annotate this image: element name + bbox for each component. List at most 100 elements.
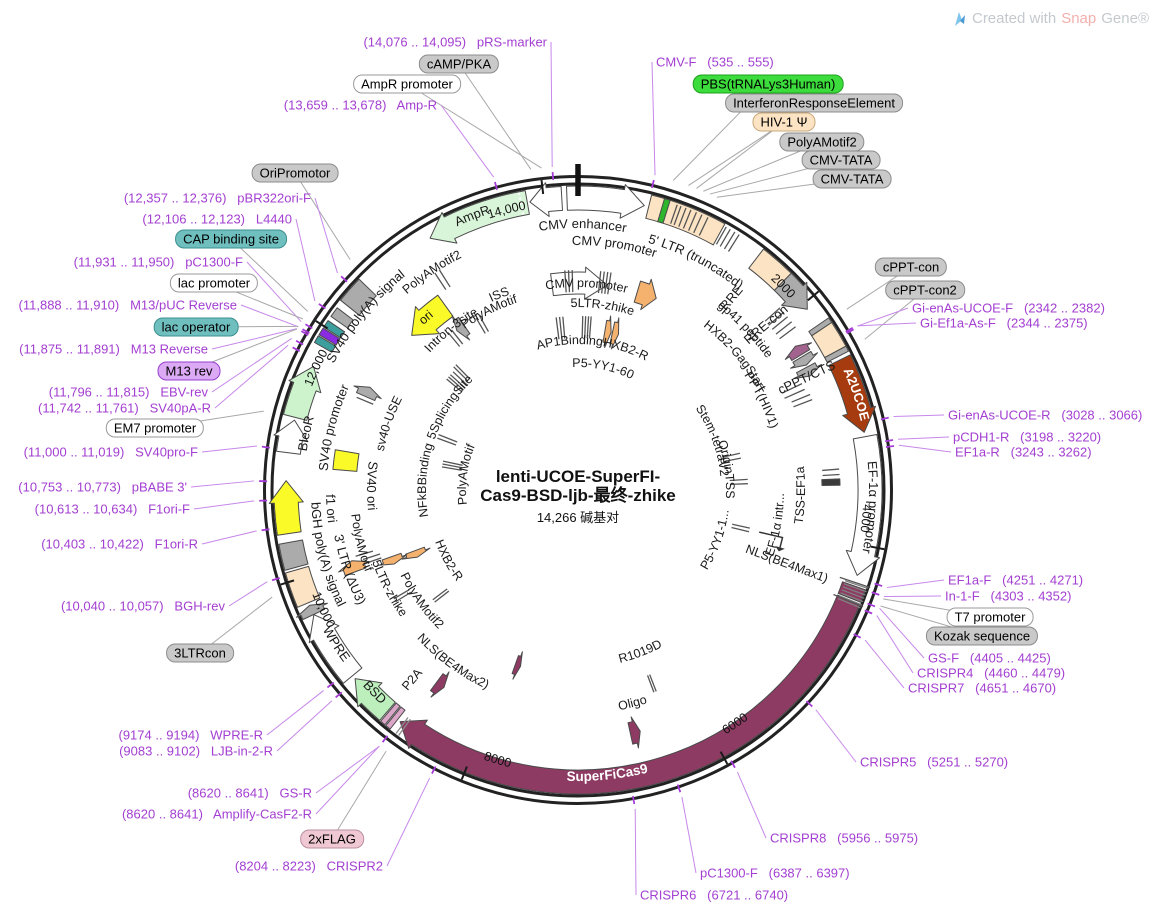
map-label-t7-promoter[interactable]: T7 promoter — [946, 607, 1034, 627]
map-label-m13-rev[interactable]: M13 rev — [157, 361, 221, 381]
map-label-gi-enas-ucoe-r-3028-3066[interactable]: Gi-enAs-UCOE-R (3028 .. 3066) — [948, 407, 1143, 423]
feature-hxb2-r-arrow-top-1[interactable] — [602, 315, 612, 348]
map-label-12-357-12-376-pbr322ori-f[interactable]: (12,357 .. 12,376) pBR322ori-F — [123, 190, 311, 206]
feature-site-box-teal-1[interactable] — [314, 335, 336, 353]
feature-wpre[interactable] — [308, 614, 363, 684]
feature-ef1a-promoter[interactable] — [845, 434, 883, 576]
map-label-11-000-11-019-sv40pro-f[interactable]: (11,000 .. 11,019) SV40pro-F — [23, 444, 198, 460]
map-label-11-796-11-815-ebv-rev[interactable]: (11,796 .. 11,815) EBV-rev — [48, 384, 208, 400]
feature-tss-ef1a-bar[interactable] — [821, 478, 841, 486]
map-label-9083-9102-ljb-in-2-r[interactable]: (9083 .. 9102) LJB-in-2-R — [119, 743, 273, 759]
map-label-pbs-trnalys3human[interactable]: PBS(tRNALys3Human) — [692, 74, 844, 94]
map-label-gi-ef1a-as-f-2344-2375[interactable]: Gi-Ef1a-As-F (2344 .. 2375) — [920, 315, 1088, 331]
map-label-lac-operator[interactable]: lac operator — [153, 317, 239, 337]
feature-ampr-promoter[interactable] — [529, 182, 563, 217]
map-label-gi-enas-ucoe-f-2342-2382[interactable]: Gi-enAs-UCOE-F (2342 .. 2382) — [912, 300, 1105, 316]
feature-label-f1-ori-30[interactable]: f1 ori — [323, 494, 340, 524]
map-label-9174-9194-wpre-r[interactable]: (9174 .. 9194) WPRE-R — [118, 727, 264, 743]
feature-site-box-gray[interactable] — [330, 307, 354, 329]
feature-label-nls-be4max2-21[interactable]: NLS(BE4Max2) — [415, 631, 492, 692]
feature-label-cmv-enhancer-0[interactable]: CMV enhancer — [538, 216, 629, 235]
feature-label-ap1binding-5[interactable]: AP1Binding — [535, 333, 604, 353]
feature-sv40-use-glyph[interactable] — [353, 385, 382, 402]
map-label-8620-8641-gs-r[interactable]: (8620 .. 8641) GS-R — [187, 785, 312, 801]
map-label-10-403-10-422-f1ori-r[interactable]: (10,403 .. 10,422) F1ori-R — [41, 536, 198, 552]
map-label-13-659-13-678-amp-r[interactable]: (13,659 .. 13,678) Amp-R — [283, 97, 437, 113]
feature-sv40-polya-signal[interactable] — [340, 278, 377, 316]
feature-bgh-polya-signal[interactable] — [278, 539, 309, 571]
feature-wpre-cap[interactable] — [296, 602, 328, 620]
map-label-10-613-10-634-f1ori-f[interactable]: (10,613 .. 10,634) F1ori-F — [34, 501, 190, 517]
map-label-2xflag[interactable]: 2xFLAG — [300, 829, 364, 849]
feature-ori[interactable] — [411, 294, 454, 336]
feature-label-sv40-use-37[interactable]: sv40-USE — [373, 394, 405, 452]
feature-label-hxb2-r-25[interactable]: HXB2-R — [432, 538, 466, 584]
map-label-8204-8223-crispr2[interactable]: (8204 .. 8223) CRISPR2 — [234, 858, 383, 874]
map-label-ef1a-f-4251-4271[interactable]: EF1a-F (4251 .. 4271) — [948, 572, 1084, 588]
feature-rre-con[interactable] — [773, 272, 808, 310]
feature-p2a-box-1[interactable] — [385, 706, 406, 730]
map-label-11-931-11-950-pc1300-f[interactable]: (11,931 .. 11,950) pC1300-F — [73, 254, 243, 270]
feature-label-5-ltr-truncated-2[interactable]: 5' LTR (truncated) — [647, 231, 747, 292]
feature-sv40-promoter-arrow[interactable] — [273, 419, 308, 455]
map-label-12-106-12-123-l4440[interactable]: (12,106 .. 12,123) L4440 — [142, 211, 292, 227]
feature-label-p5-yy1-60-7[interactable]: P5-YY1-60 — [572, 356, 636, 382]
map-label-crispr5-5251-5270[interactable]: CRISPR5 (5251 .. 5270) — [860, 754, 1009, 770]
map-label-oripromotor[interactable]: OriPromotor — [251, 163, 339, 183]
feature-5ltr-zhike-bottom-arrow[interactable] — [338, 560, 370, 576]
map-label-cmv-tata[interactable]: CMV-TATA — [801, 150, 881, 170]
feature-hxb2-r-bottom-2[interactable] — [378, 552, 408, 566]
feature-label-bleor-36[interactable]: BleoR — [295, 414, 317, 452]
map-label-crispr8-5956-5975[interactable]: CRISPR8 (5956 .. 5975) — [770, 830, 919, 846]
feature-sv40-ori-box[interactable] — [332, 449, 360, 472]
map-label-in-1-f-4303-4352[interactable]: In-1-F (4303 .. 4352) — [945, 588, 1072, 604]
map-label-camp-pka[interactable]: cAMP/PKA — [418, 54, 500, 74]
feature-site-box-teal-2[interactable] — [323, 320, 346, 339]
map-label-cap-binding-site[interactable]: CAP binding site — [175, 229, 287, 249]
map-label-ef1a-r-3243-3262[interactable]: EF1a-R (3243 .. 3262) — [955, 444, 1092, 460]
map-label-cmv-f-535-555[interactable]: CMV-F (535 .. 555) — [656, 54, 774, 70]
feature-cmv-enhancer-promoter[interactable] — [566, 184, 645, 219]
map-label-crispr7-4651-4670[interactable]: CRISPR7 (4651 .. 4670) — [908, 680, 1057, 696]
feature-label-5ltr-zhike-4[interactable]: 5LTR-zhike — [570, 296, 636, 318]
map-label-gs-f-4405-4425[interactable]: GS-F (4405 .. 4425) — [928, 650, 1051, 666]
feature-oligo-glyph[interactable] — [627, 716, 641, 749]
map-label-hiv-1[interactable]: HIV-1 Ψ — [752, 112, 816, 132]
feature-small-maroon-glyph[interactable] — [511, 651, 523, 680]
map-label-8620-8641-amplify-casf2-r[interactable]: (8620 .. 8641) Amplify-CasF2-R — [121, 806, 312, 822]
feature-ampr[interactable] — [429, 190, 530, 244]
map-label-lac-promoter[interactable]: lac promoter — [169, 273, 259, 293]
feature-bleor[interactable] — [283, 365, 322, 421]
feature-gag-gray-arrow-1[interactable] — [790, 350, 818, 369]
feature-cppt-cap-2[interactable] — [824, 345, 849, 363]
map-label-11-888-11-910-m13-puc-reverse[interactable]: (11,888 .. 11,910) M13/pUC Reverse — [18, 297, 237, 313]
map-label-14-076-14-095-prs-marker[interactable]: (14,076 .. 14,095) pRS-marker — [363, 34, 547, 50]
feature-5ltr-zhike-inner-arrow[interactable] — [633, 278, 657, 311]
map-label-pcdh1-r-3198-3220[interactable]: pCDH1-R (3198 .. 3220) — [953, 429, 1102, 445]
feature-label-hxb2-r-6[interactable]: HXB2-R — [602, 335, 651, 363]
map-label-10-753-10-773-pbabe-3[interactable]: (10,753 .. 10,773) pBABE 3' — [18, 479, 187, 495]
feature-bsd[interactable] — [354, 678, 396, 721]
feature-hxb2-r-arrow-top-2[interactable] — [609, 317, 620, 350]
map-label-cmv-tata[interactable]: CMV-TATA — [812, 169, 892, 189]
map-label-em7-promoter[interactable]: EM7 promoter — [105, 418, 205, 438]
map-label-11-742-11-761-sv40pa-r[interactable]: (11,742 .. 11,761) SV40pA-R — [38, 400, 211, 416]
map-label-cppt-con[interactable]: cPPT-con — [874, 257, 948, 277]
feature-label-polyamotif-33[interactable]: PolyAMotif — [455, 441, 478, 505]
feature-hxb2-r-bottom-1[interactable] — [401, 546, 431, 560]
map-label-11-875-11-891-m13-reverse[interactable]: (11,875 .. 11,891) M13 Reverse — [19, 341, 208, 357]
feature-label-sv40-ori-31[interactable]: SV40 ori — [364, 461, 381, 512]
map-label-10-040-10-057-bgh-rev[interactable]: (10,040 .. 10,057) BGH-rev — [60, 598, 225, 614]
feature-nls-be4max2-glyph[interactable] — [430, 671, 450, 698]
feature-f1-ori[interactable] — [268, 480, 304, 536]
feature-label-nfkbbinding-32[interactable]: NFkBBinding — [415, 441, 436, 518]
feature-label-polyamotif2-43[interactable]: PolyAMotif2 — [400, 247, 464, 296]
feature-label-oligo-20[interactable]: Oligo — [617, 692, 648, 713]
map-label-3ltrcon[interactable]: 3LTRcon — [166, 643, 234, 663]
feature-label-nls-be4max1[interactable]: NLS(BE4Max1) — [744, 542, 830, 586]
map-label-kozak-sequence[interactable]: Kozak sequence — [925, 626, 1039, 646]
feature-superficas9[interactable] — [399, 594, 861, 795]
feature-3-ltr-delta-u3[interactable] — [285, 565, 321, 608]
feature-site-box-purple[interactable] — [318, 327, 341, 346]
map-label-ampr-promoter[interactable]: AmpR promoter — [353, 74, 461, 94]
